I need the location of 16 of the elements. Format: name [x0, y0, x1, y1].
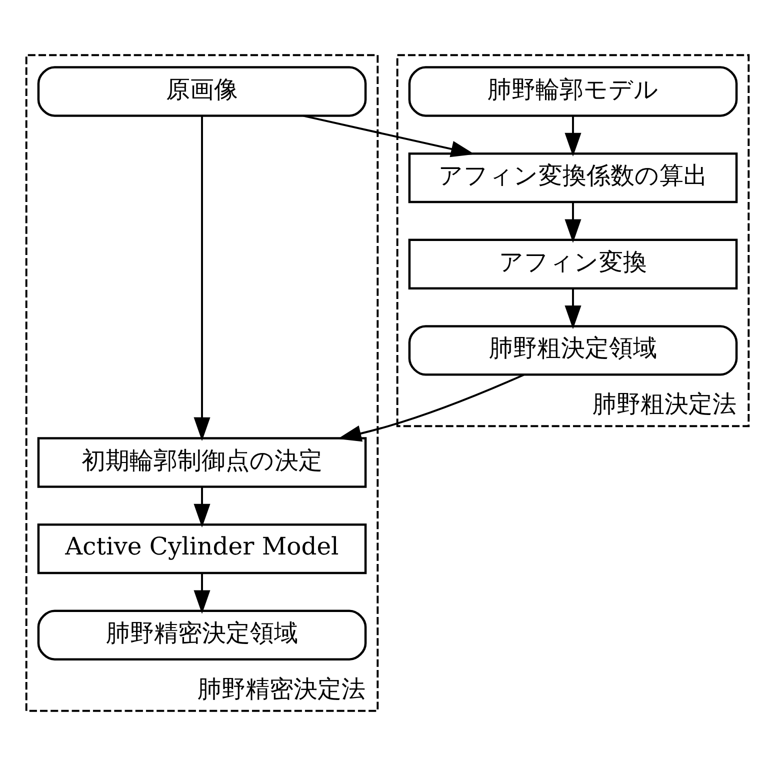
node-box: アフィン変換係数の算出 — [408, 152, 738, 204]
node-box: 肺野精密決定領域 — [37, 610, 367, 660]
arrow — [194, 486, 210, 528]
node-box: アフィン変換 — [408, 238, 738, 290]
arrow — [194, 116, 210, 441]
node-box: 原画像 — [37, 66, 367, 117]
node-box: 肺野輪郭モデル — [408, 66, 738, 117]
arrow — [338, 374, 524, 442]
arrow — [564, 288, 582, 330]
arrow — [194, 573, 210, 614]
arrow — [564, 202, 582, 243]
node-box: 肺野粗決定領域 — [408, 325, 738, 376]
node-box: Active Cylinder Model — [37, 523, 367, 574]
arrow — [564, 116, 582, 157]
arrow — [303, 114, 475, 158]
node-box: 初期輪郭制御点の決定 — [37, 437, 367, 488]
